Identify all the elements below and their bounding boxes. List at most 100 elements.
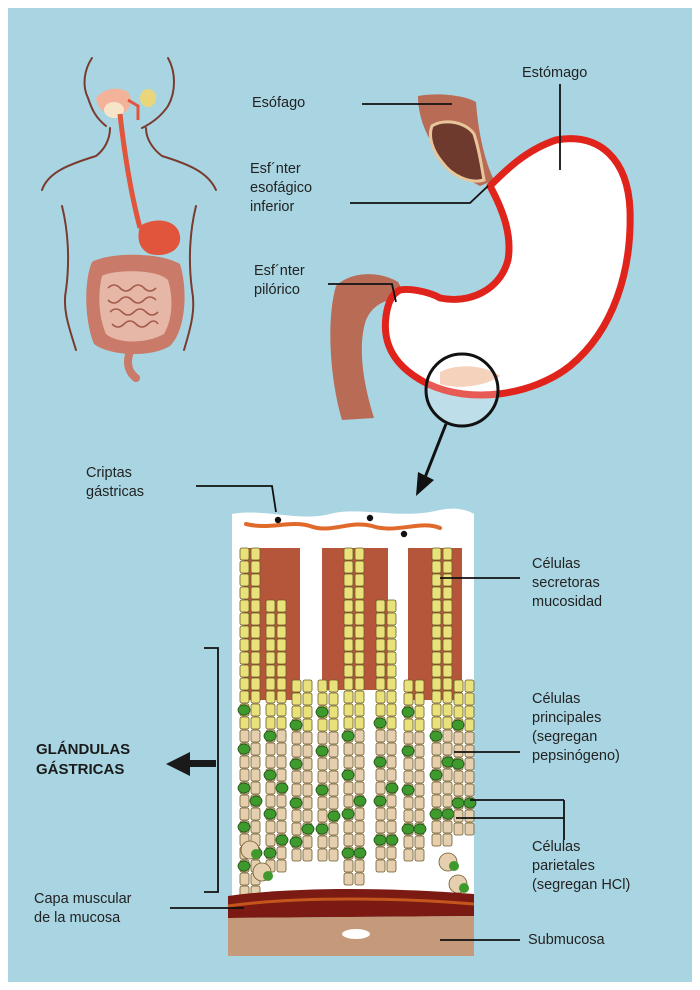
gland-cell: [343, 716, 354, 730]
gland-cell: [328, 744, 339, 758]
gland-cell: [276, 612, 287, 626]
gland-cell: [354, 820, 365, 834]
gland-cell: [328, 822, 339, 836]
gland-cell: [302, 744, 313, 758]
label-glandulas-gastricas: GLÁNDULAS GÁSTRICAS: [36, 741, 131, 778]
gland-cell: [276, 677, 287, 691]
gland-cell: [250, 729, 261, 743]
gland-cell: [343, 703, 354, 717]
parietal-cell: [289, 758, 303, 770]
parietal-cell: [263, 871, 273, 881]
gland-cell: [354, 716, 365, 730]
gland-cell: [239, 560, 250, 574]
parietal-cell: [315, 706, 329, 718]
gland-cell: [265, 651, 276, 665]
gland-cell: [291, 770, 302, 784]
gland-cell: [414, 705, 425, 719]
gland-cell: [239, 729, 250, 743]
gland-cell: [317, 796, 328, 810]
gland-cell: [250, 651, 261, 665]
gland-cell: [343, 820, 354, 834]
gland-cell: [442, 742, 453, 756]
parietal-cell: [275, 782, 289, 794]
gland-cell: [265, 716, 276, 730]
gland-cell: [265, 820, 276, 834]
gland-cell: [239, 755, 250, 769]
gland-cell: [239, 638, 250, 652]
gland-cell: [291, 848, 302, 862]
gland-cell: [239, 651, 250, 665]
gland-cell: [328, 731, 339, 745]
gland-cell: [442, 703, 453, 717]
gland-cell: [317, 835, 328, 849]
gland-cell: [431, 781, 442, 795]
gland-cell: [291, 822, 302, 836]
gland-cell: [431, 664, 442, 678]
gland-cell: [317, 692, 328, 706]
parietal-cell: [401, 784, 415, 796]
gland-cell: [343, 872, 354, 886]
gland-cell: [442, 729, 453, 743]
gland-cell: [276, 599, 287, 613]
gland-cell: [328, 796, 339, 810]
gland-cell: [276, 846, 287, 860]
gland-cell: [375, 690, 386, 704]
parietal-cell: [451, 719, 465, 731]
gland-cell: [265, 755, 276, 769]
gland-cell: [375, 651, 386, 665]
gland-cell: [464, 718, 475, 732]
gland-cell: [403, 757, 414, 771]
gland-cell: [265, 690, 276, 704]
gland-cell: [414, 848, 425, 862]
gland-cell: [414, 731, 425, 745]
gland-cell: [375, 846, 386, 860]
gland-cell: [302, 848, 313, 862]
gland-cell: [442, 794, 453, 808]
gland-cell: [375, 742, 386, 756]
gland-cell: [265, 664, 276, 678]
gland-cell: [354, 742, 365, 756]
gland-cell: [250, 612, 261, 626]
gland-cell: [250, 807, 261, 821]
gland-cell: [464, 679, 475, 693]
gland-cell: [276, 859, 287, 873]
parietal-cell: [451, 758, 465, 770]
digestive-tract-small: [86, 88, 185, 382]
gland-cell: [431, 755, 442, 769]
gland-cell: [239, 807, 250, 821]
gland-cell: [354, 573, 365, 587]
gland-cell: [453, 705, 464, 719]
gastric-tissue: [227, 508, 477, 956]
gland-cell: [442, 716, 453, 730]
parietal-cell: [237, 743, 251, 755]
gland-cell: [302, 796, 313, 810]
gland-cell: [431, 833, 442, 847]
leader-lines: [170, 84, 565, 941]
gland-cell: [343, 573, 354, 587]
stomach: [330, 94, 634, 420]
gland-cell: [386, 625, 397, 639]
gland-cell: [291, 731, 302, 745]
gland-cell: [403, 679, 414, 693]
gland-cell: [291, 783, 302, 797]
gland-cell: [250, 664, 261, 678]
gland-cell: [265, 794, 276, 808]
gland-cell: [239, 768, 250, 782]
gland-cell: [414, 757, 425, 771]
gland-cell: [386, 599, 397, 613]
gland-cell: [343, 586, 354, 600]
gland-cell: [354, 859, 365, 873]
gland-cell: [354, 677, 365, 691]
gland-cell: [354, 625, 365, 639]
gland-cell: [375, 820, 386, 834]
gland-cell: [343, 560, 354, 574]
parietal-cell: [341, 808, 355, 820]
gland-cell: [431, 820, 442, 834]
label-estomago: Estómago: [522, 65, 588, 81]
parietal-cell: [353, 847, 367, 859]
gland-cell: [317, 770, 328, 784]
gland-cell: [386, 677, 397, 691]
gland-cell: [375, 859, 386, 873]
human-body-silhouette: [41, 57, 217, 351]
gland-cell: [302, 809, 313, 823]
